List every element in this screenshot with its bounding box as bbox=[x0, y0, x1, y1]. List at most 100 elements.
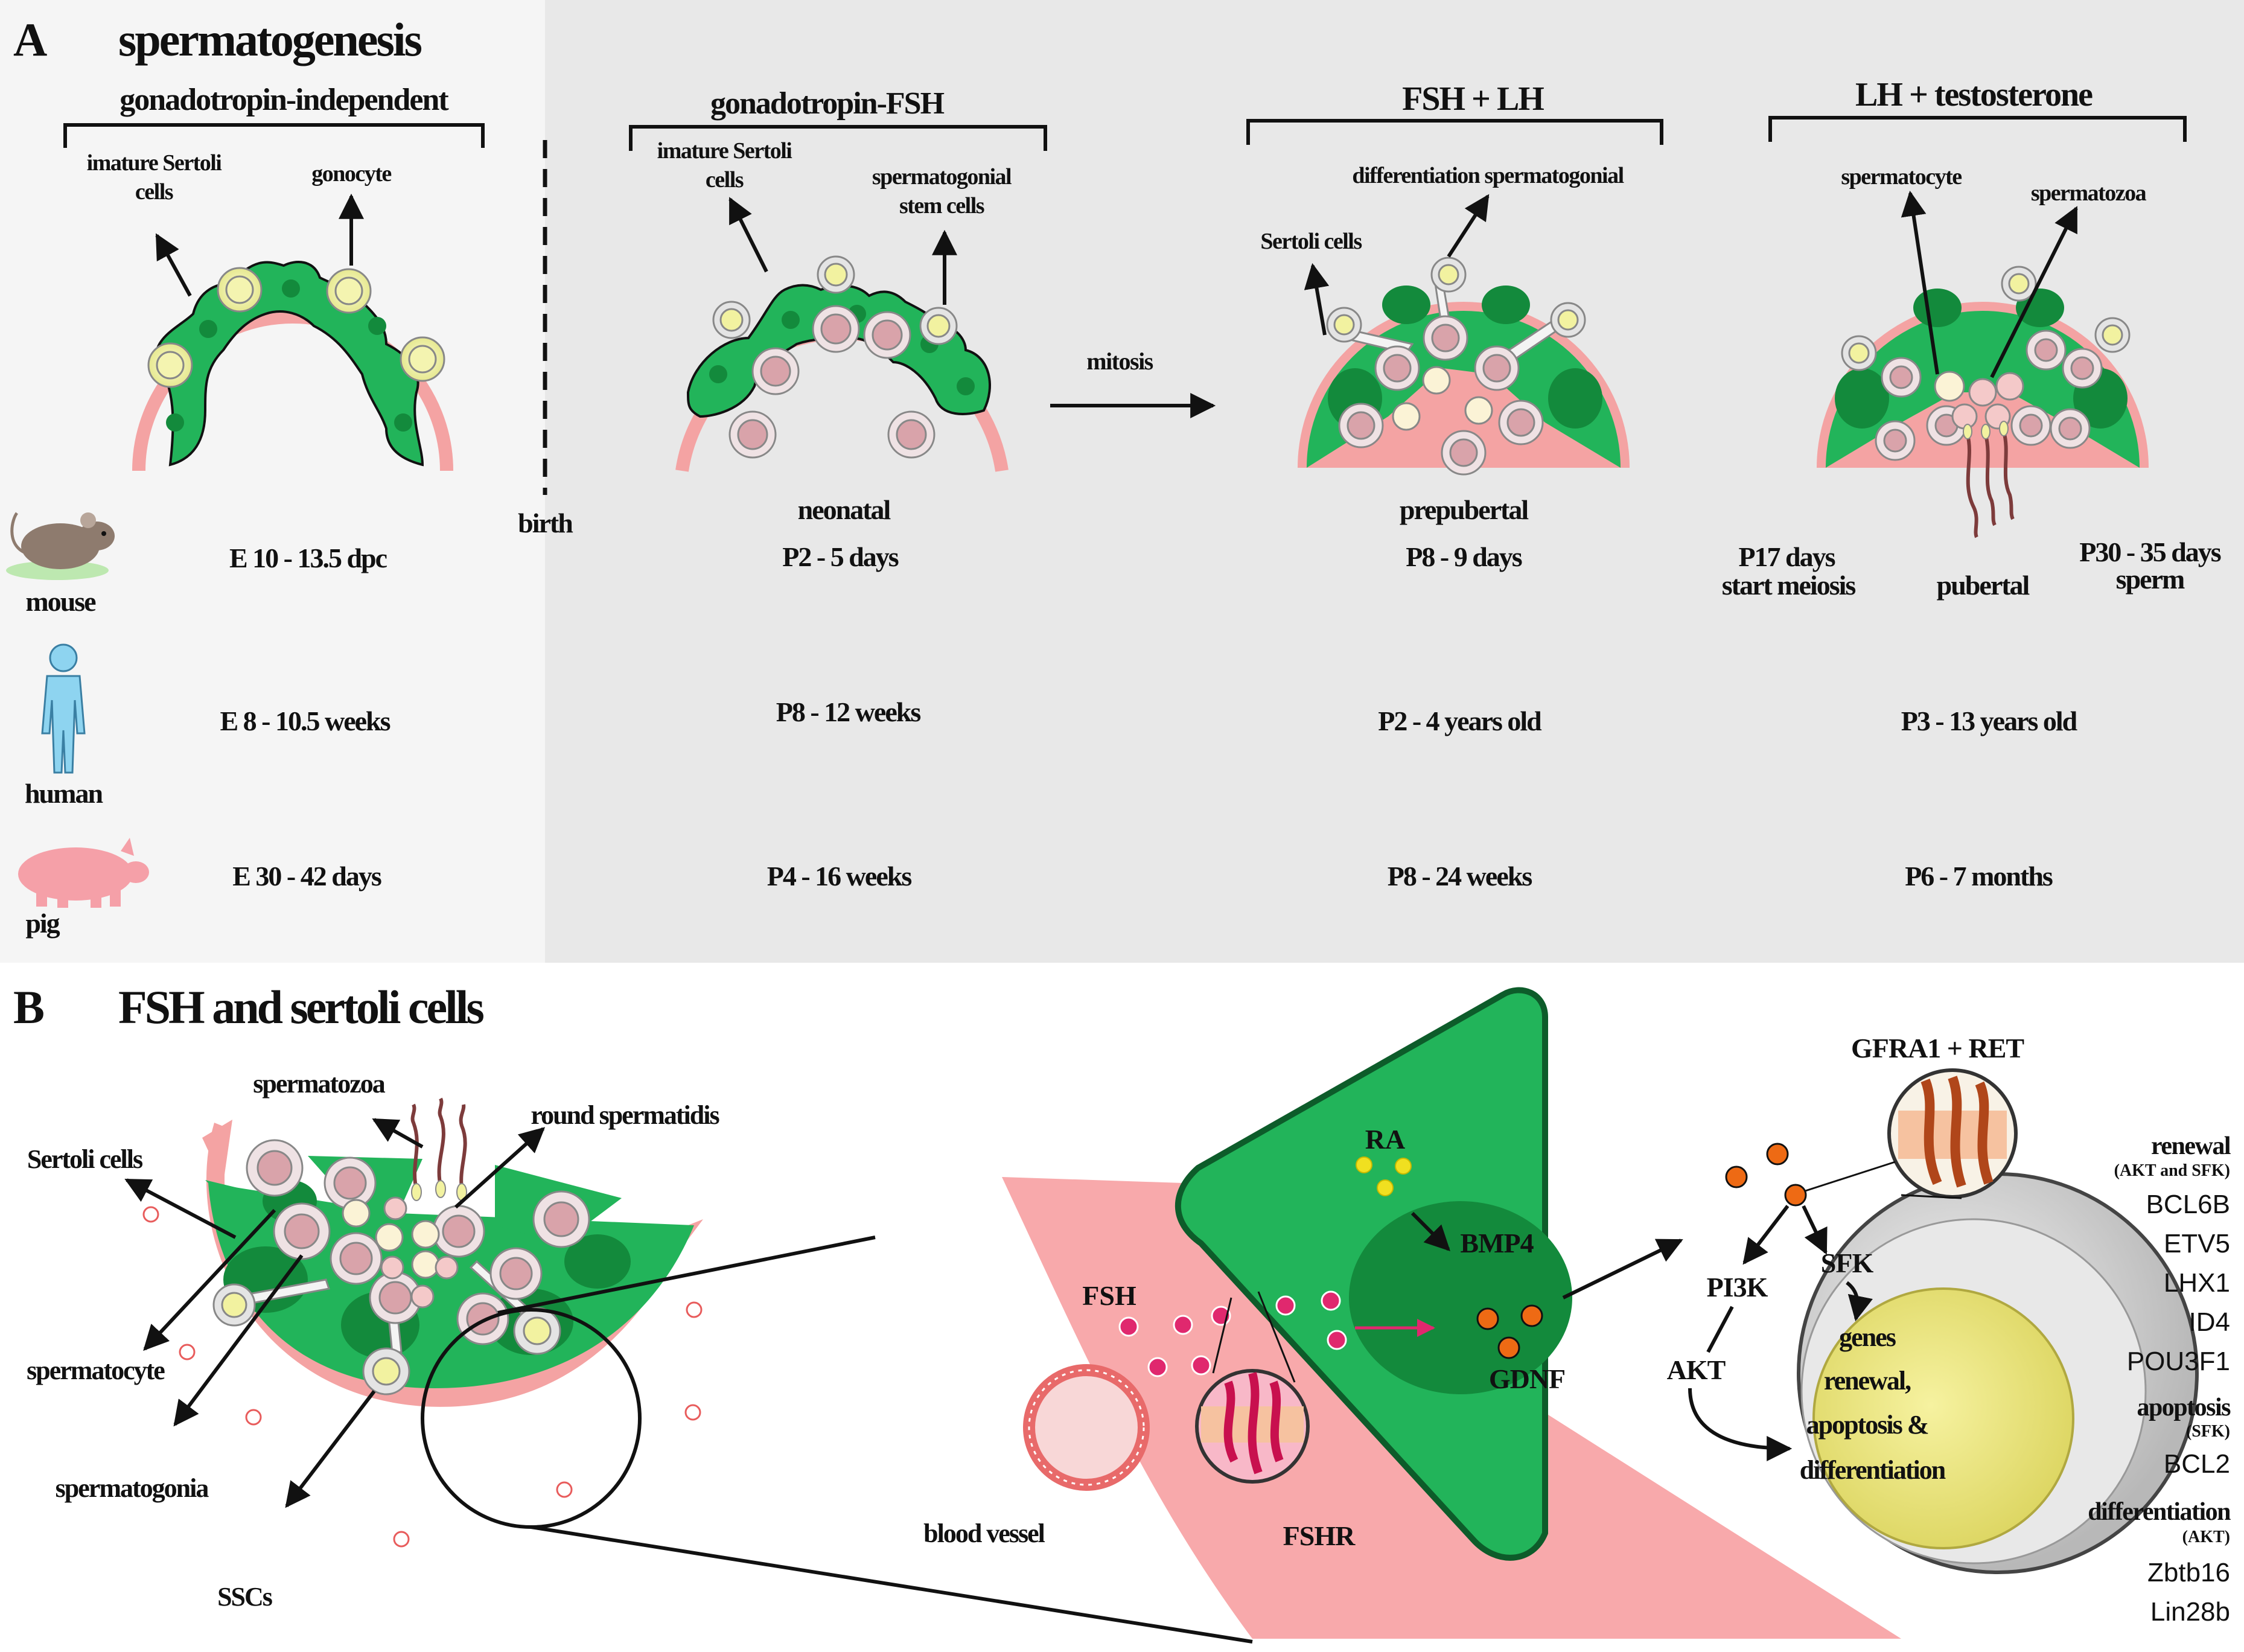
stage3-bracket bbox=[1246, 119, 1663, 145]
gene-list-head: renewal bbox=[2151, 1132, 2231, 1160]
gene-list-sub: (AKT) bbox=[2182, 1528, 2230, 1546]
label-sfk: SFK bbox=[1821, 1248, 1874, 1278]
stage4-header: LH + testosterone bbox=[1855, 76, 2093, 113]
gene-list: renewal(AKT and SFK)BCL6BETV5LHX1ID4POU3… bbox=[2088, 1132, 2231, 1627]
fsh-dots bbox=[1095, 1290, 1347, 1444]
s1-label-right: gonocyte bbox=[311, 161, 391, 187]
panel-b-letter: B bbox=[13, 981, 45, 1033]
panel-a-letter: A bbox=[13, 13, 47, 66]
mouse-s4b: pubertal bbox=[1937, 570, 2030, 601]
arrow-sertoli bbox=[124, 1178, 237, 1239]
label-sscs: SSCs bbox=[217, 1582, 273, 1612]
fshr-receptor-icon bbox=[1195, 1369, 1310, 1484]
mitosis-label: mitosis bbox=[1086, 348, 1153, 375]
arrow-gdnf-out bbox=[1562, 1239, 1683, 1300]
arrow-round-spermatids bbox=[454, 1127, 546, 1209]
s1-arrow-left bbox=[155, 233, 192, 297]
gene-list-gene: Zbtb16 bbox=[2147, 1558, 2230, 1587]
label-spermatozoa: spermatozoa bbox=[253, 1069, 385, 1099]
mouse-s4a: P17 days bbox=[1738, 541, 1835, 572]
signaling-zoom bbox=[1002, 987, 1901, 1639]
s4-arrow-left bbox=[1901, 190, 1939, 375]
label-gdnf: GDNF bbox=[1489, 1363, 1565, 1394]
stage2-header: gonadotropin-FSH bbox=[710, 86, 945, 121]
stage1-header: gonadotropin-independent bbox=[120, 83, 449, 117]
label-sertoli-cells: Sertoli cells bbox=[27, 1144, 143, 1174]
arrow-spermatocyte bbox=[143, 1208, 276, 1351]
label-pi3k: PI3K bbox=[1707, 1272, 1768, 1303]
stage1-bracket bbox=[63, 123, 485, 148]
mouse-s4a2: start meiosis bbox=[1722, 570, 1856, 601]
ssc-cell bbox=[1740, 1172, 2199, 1574]
human-s4: P3 - 13 years old bbox=[1901, 706, 2078, 736]
pig-s4: P6 - 7 months bbox=[1905, 861, 2053, 891]
arrow-spermatozoa bbox=[372, 1118, 424, 1149]
panel-a-title: spermatogenesis bbox=[118, 13, 422, 66]
s3-label-top: differentiation spermatogonial bbox=[1352, 163, 1624, 188]
stage2-bracket bbox=[629, 125, 1047, 151]
species-mouse: mouse bbox=[25, 586, 96, 617]
pig-s1: E 30 - 42 days bbox=[232, 861, 381, 891]
s3-label-left: Sertoli cells bbox=[1260, 229, 1362, 254]
mouse-s2: P2 - 5 days bbox=[782, 541, 899, 572]
birth-label: birth bbox=[518, 508, 573, 538]
arrow-ra-bmp4 bbox=[1410, 1211, 1450, 1251]
gene-list-gene: Lin28b bbox=[2150, 1597, 2230, 1627]
stage2-tubule bbox=[675, 255, 1009, 472]
s3-arrow-top bbox=[1447, 194, 1490, 258]
human-s2: P8 - 12 weeks bbox=[776, 697, 921, 727]
gene-list-gene: BCL6B bbox=[2146, 1190, 2230, 1219]
species-pig: pig bbox=[25, 908, 60, 939]
arrow-spermatogonia bbox=[173, 1254, 304, 1427]
stage1-tubule bbox=[132, 261, 453, 471]
human-icon bbox=[41, 643, 86, 774]
line-pi3k-akt bbox=[1706, 1306, 1734, 1353]
mouse-s4c2: sperm bbox=[2116, 564, 2185, 595]
label-round-spermatids: round spermatidis bbox=[531, 1100, 719, 1130]
s2-caption: neonatal bbox=[798, 494, 891, 525]
s2-arrow-left bbox=[728, 197, 768, 273]
label-bmp4: BMP4 bbox=[1460, 1228, 1534, 1258]
label-akt: AKT bbox=[1667, 1354, 1726, 1385]
mouse-icon bbox=[6, 512, 115, 580]
stage3-header: FSH + LH bbox=[1402, 80, 1544, 118]
s3-arrow-left bbox=[1304, 263, 1330, 336]
stage3-tubule bbox=[1298, 257, 1630, 476]
pig-s2: P4 - 16 weeks bbox=[767, 861, 912, 891]
s3-caption: prepubertal bbox=[1400, 494, 1528, 525]
mouse-s3: P8 - 9 days bbox=[1406, 541, 1522, 572]
label-fshr: FSHR bbox=[1283, 1520, 1356, 1551]
gene-list-sub: (SFK) bbox=[2186, 1422, 2230, 1441]
label-blood-vessel: blood vessel bbox=[923, 1519, 1045, 1548]
arrow-sscs bbox=[285, 1390, 376, 1508]
mouse-s1: E 10 - 13.5 dpc bbox=[229, 543, 387, 573]
s4-label-left: spermatocyte bbox=[1841, 164, 1962, 190]
arrow-sfk-nucleus bbox=[1846, 1281, 1873, 1322]
arrow-akt-nucleus bbox=[1688, 1388, 1793, 1461]
panel-b-title: FSH and sertoli cells bbox=[118, 981, 483, 1033]
gene-list-gene: ID4 bbox=[2189, 1307, 2230, 1337]
arrow-to-sfk bbox=[1802, 1205, 1828, 1255]
label-ra: RA bbox=[1365, 1124, 1405, 1155]
label-gfra1-ret: GFRA1 + RET bbox=[1851, 1033, 2024, 1064]
stage4-bracket bbox=[1768, 116, 2187, 142]
blood-vessel-icon bbox=[1023, 1364, 1150, 1491]
gfra1-line-1 bbox=[1801, 1161, 1896, 1193]
panel-a-right-bg bbox=[545, 0, 2244, 963]
arrow-to-pi3k bbox=[1742, 1205, 1790, 1265]
fshr-line-1 bbox=[1212, 1297, 1232, 1374]
gdnf-dots bbox=[1476, 1304, 1543, 1359]
gene-list-gene: POU3F1 bbox=[2127, 1347, 2230, 1376]
gfra1-line-2 bbox=[1901, 1194, 1962, 1199]
gene-list-gene: ETV5 bbox=[2164, 1229, 2230, 1258]
gene-list-head: apoptosis bbox=[2137, 1394, 2231, 1421]
gene-list-head: differentiation bbox=[2088, 1498, 2231, 1526]
s4-arrow-right bbox=[1990, 206, 2078, 378]
ra-dots bbox=[1356, 1156, 1412, 1196]
pig-s3: P8 - 24 weeks bbox=[1388, 861, 1532, 891]
pig-icon bbox=[18, 838, 149, 908]
label-spermatogonia: spermatogonia bbox=[56, 1473, 209, 1503]
